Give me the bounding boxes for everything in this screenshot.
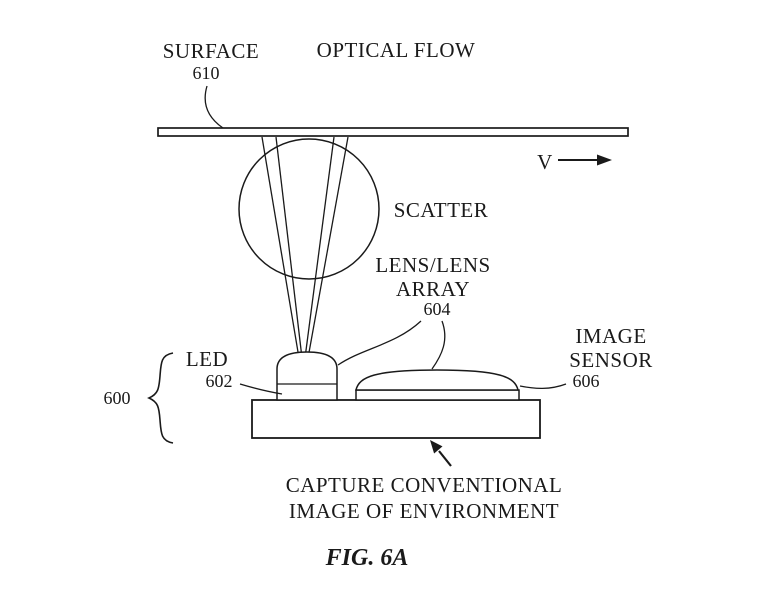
surface-bar	[157, 127, 629, 137]
led-body	[276, 351, 338, 401]
light-ray	[261, 136, 300, 359]
figure-caption: FIG. 6A	[325, 545, 409, 571]
scatter-circle	[238, 138, 380, 280]
lens-array-label-line2: ARRAY	[396, 277, 470, 301]
lens-leader-line-right	[431, 320, 446, 370]
lens-leader-line-left	[337, 320, 422, 366]
image-sensor-label-line1: IMAGE	[575, 324, 646, 348]
figure-title: OPTICAL FLOW	[317, 38, 476, 62]
light-ray	[304, 136, 335, 359]
surface-ref: 610	[193, 63, 220, 83]
light-ray	[275, 136, 303, 359]
led-ref: 602	[206, 371, 233, 391]
surface-leader-line	[204, 85, 224, 129]
lens-array-ref: 604	[424, 299, 451, 319]
image-sensor-label-line2: SENSOR	[569, 348, 653, 372]
light-ray	[307, 136, 349, 359]
assembly-ref: 600	[104, 388, 131, 408]
light-rays	[261, 136, 349, 359]
velocity-arrowhead-icon	[597, 154, 612, 166]
sensor-slab	[355, 389, 520, 401]
led-leader-line	[239, 383, 283, 395]
lens-array-label-line1: LENS/LENS	[375, 253, 490, 277]
image-sensor-ref: 606	[573, 371, 600, 391]
base-substrate	[251, 399, 541, 439]
led-label: LED	[186, 347, 228, 371]
scatter-label: SCATTER	[394, 198, 489, 222]
assembly-brace	[147, 352, 174, 444]
capture-annotation-line2: IMAGE OF ENVIRONMENT	[289, 499, 559, 523]
capture-arrow	[430, 440, 452, 467]
velocity-arrow	[558, 154, 612, 166]
velocity-label: V	[537, 150, 553, 174]
sensor-lens-dome	[355, 369, 519, 391]
surface-label: SURFACE	[163, 39, 259, 63]
sensor-leader-line	[519, 383, 567, 390]
capture-arrowhead-icon	[430, 440, 443, 454]
capture-annotation-line1: CAPTURE CONVENTIONAL	[286, 473, 563, 497]
capture-arrow-shaft	[438, 450, 452, 467]
